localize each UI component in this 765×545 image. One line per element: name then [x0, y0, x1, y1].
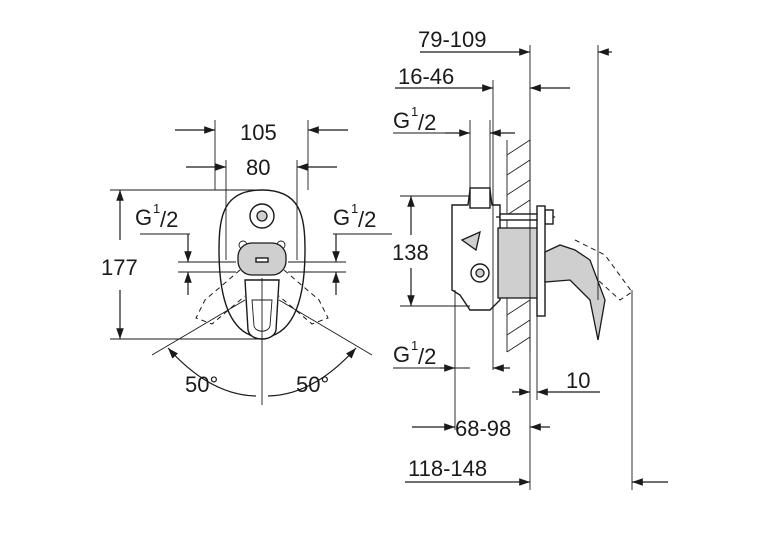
- bottom-port-inner: [475, 268, 485, 278]
- cartridge-body: [497, 227, 544, 299]
- dim-width-inner: 80: [246, 155, 270, 180]
- lever-swing-right: [278, 269, 329, 325]
- handle-cap-mark: [255, 257, 269, 263]
- connection-bottom-frac: /2: [418, 344, 436, 369]
- handle-profile-dashed: [574, 239, 633, 301]
- connection-bottom-sup: 1: [411, 338, 418, 353]
- dim-wall-depth: 16-46: [398, 64, 454, 89]
- front-view: 105 80 177 G 1 /2 G 1 /2: [101, 120, 392, 405]
- angle-right-label: 50°: [296, 372, 329, 397]
- lever-handle-inner: [251, 299, 273, 332]
- connection-bottom-g: G: [393, 342, 410, 367]
- dim-width-outer: 105: [240, 120, 277, 145]
- angle-left-label: 50°: [185, 372, 218, 397]
- connection-right-frac: /2: [358, 207, 376, 232]
- dim-body-height: 138: [392, 240, 429, 265]
- dim-overall-depth: 79-109: [418, 27, 487, 52]
- connection-right-sup: 1: [351, 201, 358, 216]
- connection-left-sup: 1: [153, 201, 160, 216]
- dim-mid-depth: 68-98: [455, 416, 511, 441]
- connection-top-frac: /2: [418, 110, 436, 135]
- connection-top-sup: 1: [411, 104, 418, 119]
- escutcheon: [536, 205, 546, 317]
- diverter-knob-center: [256, 210, 268, 222]
- connection-top-g: G: [393, 108, 410, 133]
- dim-height: 177: [101, 255, 138, 280]
- body-triangle: [460, 230, 481, 252]
- connection-right-g: G: [333, 205, 350, 230]
- handle-profile: [544, 244, 606, 341]
- dim-total-depth: 118-148: [408, 456, 487, 481]
- connection-left-frac: /2: [160, 207, 178, 232]
- top-connector: [469, 187, 491, 209]
- spindle-end: [544, 209, 554, 225]
- side-view: 79-109 16-46 G 1 /2 138 G 1 /2 10: [392, 27, 668, 490]
- dim-plate-offset: 10: [566, 368, 590, 393]
- connection-left-g: G: [135, 205, 152, 230]
- lever-swing-left: [195, 269, 246, 325]
